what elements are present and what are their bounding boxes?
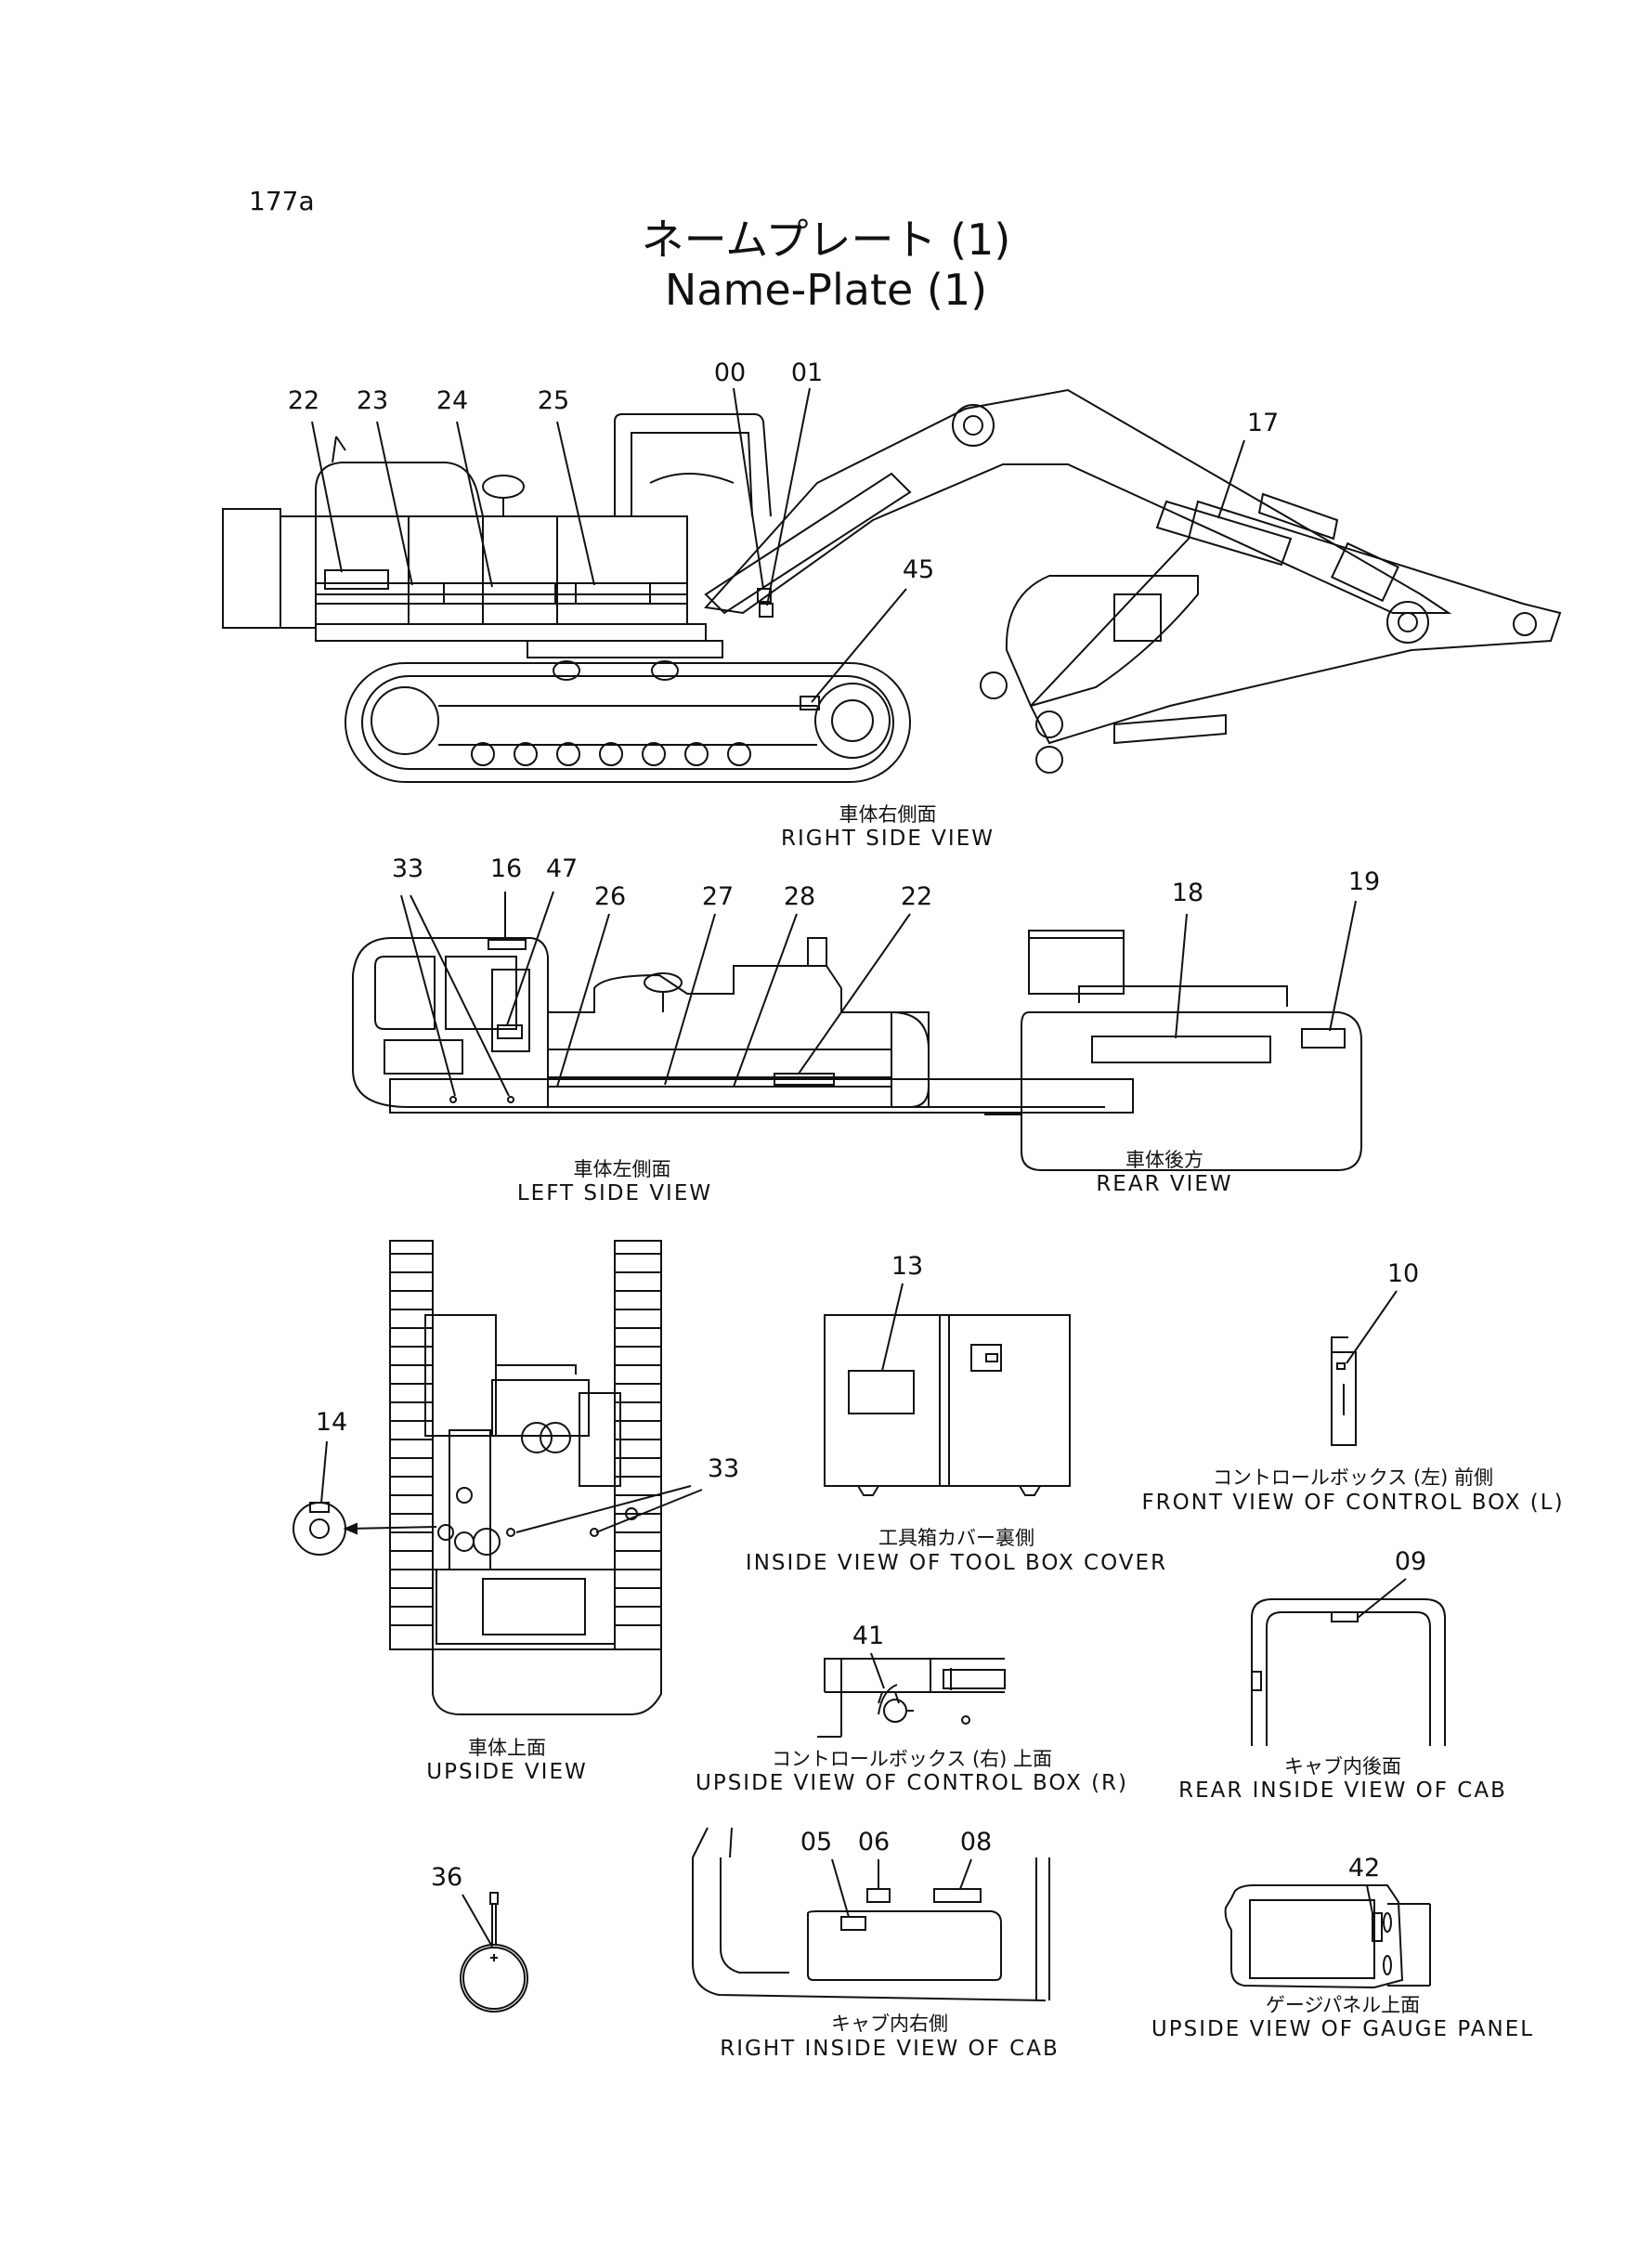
caption-jp-cab-right-inside: キャブ内右側 [831,2013,948,2035]
callout-01: 01 [790,358,824,387]
callout-26: 26 [593,882,627,911]
caption-en-rear-view: REAR VIEW [1096,1172,1233,1196]
left-side-view-leaders [401,892,910,1096]
callout-08: 08 [959,1828,993,1857]
callout-19: 19 [1347,867,1381,896]
tool-box-cover-drawing [825,1315,1070,1495]
caption-en-tool-box-cover: INSIDE VIEW OF TOOL BOX COVER [745,1551,1168,1575]
callout-28: 28 [783,882,816,911]
caption-jp-control-box-left: コントロールボックス (左) 前側 [1212,1466,1494,1489]
control-box-left-leaders [1346,1291,1397,1363]
title-english: Name-Plate (1) [664,265,988,315]
control-box-right-drawing [817,1659,1005,1737]
callout-13: 13 [891,1252,924,1281]
callout-10: 10 [1386,1259,1420,1288]
callout-45: 45 [902,555,935,584]
callout-33-left-side: 33 [391,854,424,883]
caption-jp-tool-box-cover: 工具箱カバー裏側 [878,1527,1034,1549]
right-side-view-drawing [223,390,1560,782]
callout-14: 14 [315,1408,348,1437]
callout-06: 06 [857,1828,891,1857]
detail-36-leaders [462,1895,492,1947]
callout-05: 05 [800,1828,833,1857]
caption-jp-rear-view: 車体後方 [1125,1149,1203,1171]
caption-en-control-box-left: FRONT VIEW OF CONTROL BOX (L) [1141,1491,1565,1515]
detail-36-drawing [461,1893,527,2012]
caption-jp-control-box-right: コントロールボックス (右) 上面 [771,1748,1053,1770]
callout-16: 16 [489,854,523,883]
gauge-panel-drawing [1226,1885,1430,1987]
callout-41: 41 [852,1622,885,1650]
caption-en-cab-right-inside: RIGHT INSIDE VIEW OF CAB [720,2037,1060,2061]
callout-09: 09 [1394,1547,1427,1576]
callout-24: 24 [436,386,469,415]
cab-right-inside-drawing [693,1828,1049,2000]
callout-33-upside: 33 [707,1454,740,1483]
gauge-panel-leaders [1367,1885,1372,1913]
caption-jp-cab-rear-inside: キャブ内後面 [1284,1755,1401,1778]
upside-view-drawing [293,1241,661,1714]
callout-18: 18 [1171,879,1204,907]
caption-en-cab-rear-inside: REAR INSIDE VIEW OF CAB [1178,1778,1507,1803]
callout-25: 25 [537,386,570,415]
callout-47: 47 [545,854,579,883]
title-japanese: ネームプレート (1) [641,215,1011,265]
caption-jp-gauge-panel: ゲージパネル上面 [1265,1994,1421,2016]
callout-17: 17 [1246,409,1280,437]
callout-36: 36 [430,1863,463,1892]
caption-en-upside-view: UPSIDE VIEW [426,1760,588,1784]
callout-23: 23 [356,386,389,415]
right-side-view-leaders [312,388,1244,702]
callout-22-right-side: 22 [287,386,320,415]
caption-jp-upside-view: 車体上面 [468,1737,546,1759]
control-box-right-leaders [871,1653,884,1688]
page-number: 177a [249,186,315,216]
cab-right-inside-leaders [832,1859,971,1917]
left-side-view-drawing [353,938,1133,1113]
rear-view-leaders [1176,901,1356,1038]
caption-en-right-side-view: RIGHT SIDE VIEW [781,827,995,851]
caption-en-left-side-view: LEFT SIDE VIEW [516,1181,713,1205]
callout-27: 27 [701,882,735,911]
cab-rear-inside-drawing [1252,1599,1445,1746]
caption-en-gauge-panel: UPSIDE VIEW OF GAUGE PANEL [1151,2017,1535,2041]
upside-view-leaders [321,1441,702,1532]
tool-box-cover-leaders [882,1283,903,1371]
callout-42: 42 [1347,1854,1381,1883]
cab-rear-inside-leaders [1358,1579,1406,1618]
callout-22-left-side: 22 [900,882,933,911]
caption-en-control-box-right: UPSIDE VIEW OF CONTROL BOX (R) [695,1771,1128,1795]
callout-00: 00 [713,358,747,387]
caption-jp-right-side-view: 車体右側面 [839,803,937,826]
caption-jp-left-side-view: 車体左側面 [573,1158,671,1180]
control-box-left-drawing [1332,1337,1356,1445]
rear-view-drawing [984,931,1361,1170]
